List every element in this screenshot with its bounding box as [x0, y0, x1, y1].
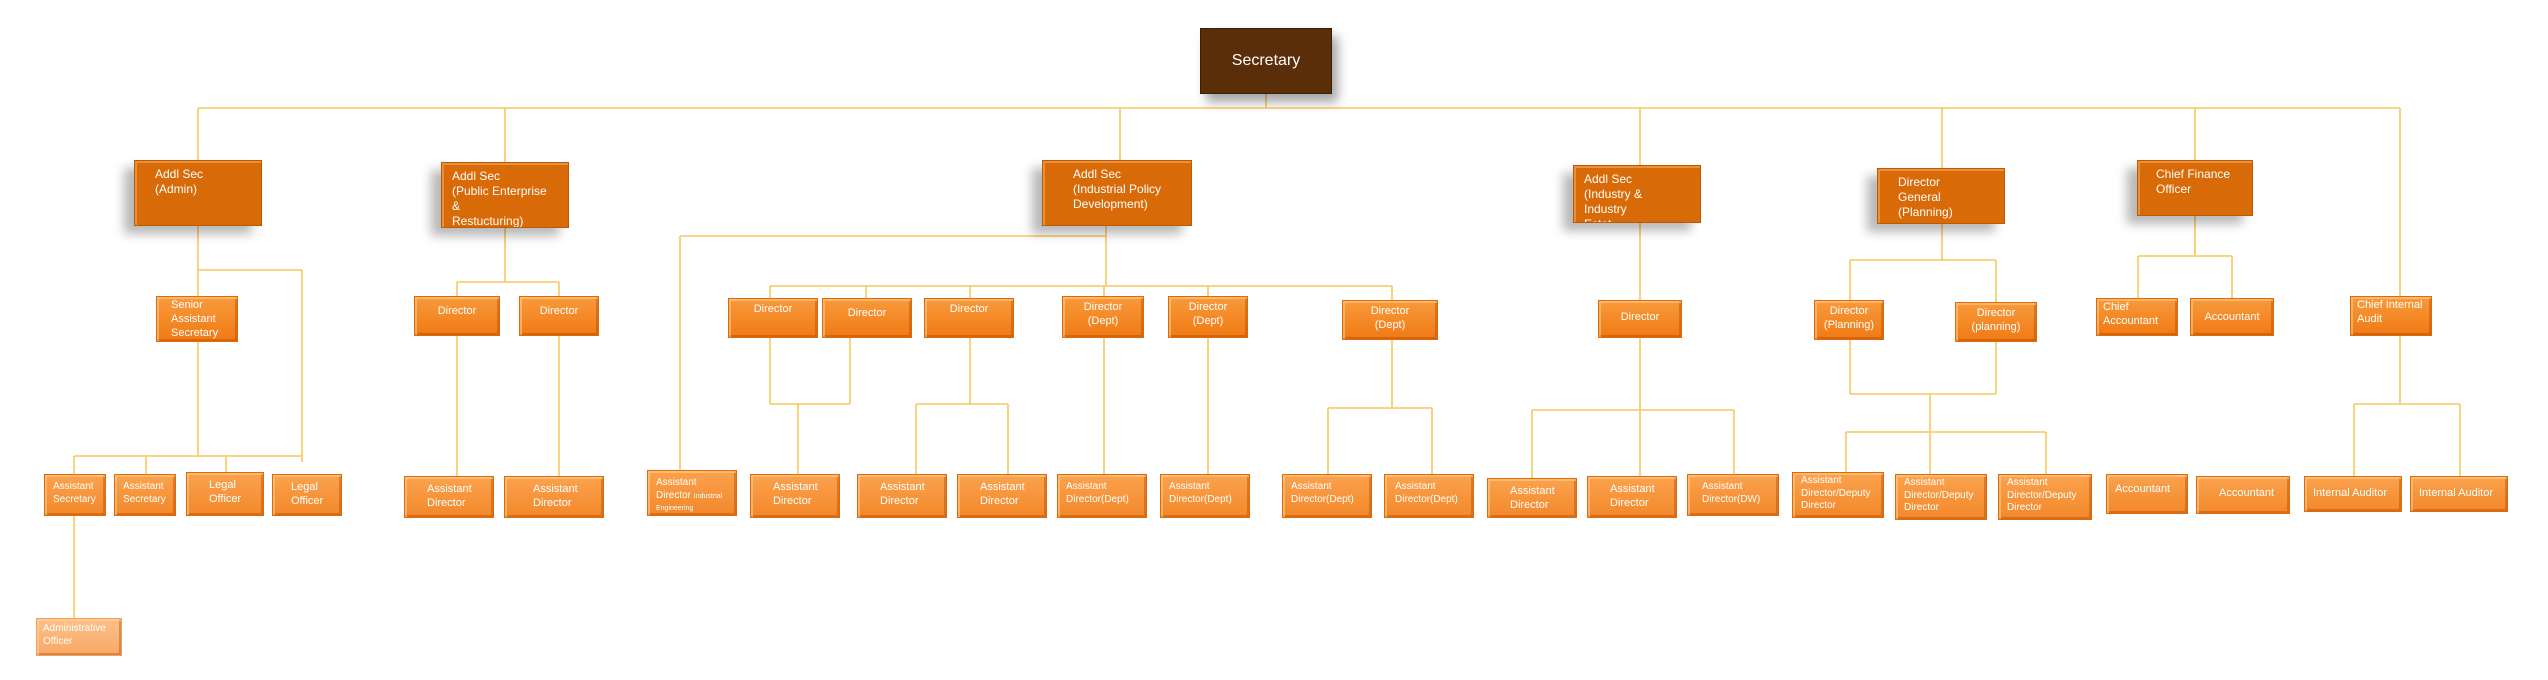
node-assistant-director-ind-3[interactable]: Assistant Director(DW): [1687, 474, 1779, 516]
node-accountant-1[interactable]: Accountant: [2106, 474, 2188, 514]
node-assistant-director-pub-2[interactable]: Assistant Director: [504, 476, 604, 518]
node-assistant-director-pol-dept-3[interactable]: Assistant Director(Dept): [1282, 474, 1372, 518]
node-assistant-director-ind-2[interactable]: Assistant Director: [1587, 476, 1677, 518]
node-legal-officer-2[interactable]: Legal Officer: [272, 474, 342, 516]
node-director-general-planning[interactable]: Director General (Planning): [1877, 168, 2005, 224]
node-director-pol-3[interactable]: Director: [924, 298, 1014, 338]
node-legal-officer-1[interactable]: Legal Officer: [186, 472, 264, 516]
node-assistant-director-pol-dept-2[interactable]: Assistant Director(Dept): [1160, 474, 1250, 518]
node-director-industry[interactable]: Director: [1598, 300, 1682, 338]
node-assistant-director-pol-0-label: Assistant Director: [656, 477, 697, 501]
node-accountant-2[interactable]: Accountant: [2196, 476, 2290, 514]
node-chief-accountant[interactable]: Chief Accountant: [2096, 298, 2178, 336]
node-senior-assistant-secretary[interactable]: Senior Assistant Secretary: [156, 296, 238, 342]
node-addl-sec-industry-estate[interactable]: Addl Sec (Industry & Industry Estat Deve…: [1573, 165, 1701, 223]
node-director-pol-dept-1[interactable]: Director (Dept): [1062, 296, 1144, 338]
node-addl-sec-public-enterprise[interactable]: Addl Sec (Public Enterprise & Restucturi…: [441, 162, 569, 228]
node-assistant-director-pol-2[interactable]: Assistant Director: [857, 474, 947, 518]
node-chief-finance-officer[interactable]: Chief Finance Officer: [2137, 160, 2253, 216]
node-assistant-director-ind-1[interactable]: Assistant Director: [1487, 478, 1577, 518]
node-addl-sec-industrial-policy[interactable]: Addl Sec (Industrial Policy Development): [1042, 160, 1192, 226]
node-assistant-director-pol-0[interactable]: Assistant Director Industrial Engineerin…: [647, 470, 737, 516]
node-director-pol-2[interactable]: Director: [822, 298, 912, 338]
node-director-pub-2[interactable]: Director: [519, 296, 599, 336]
node-secretary[interactable]: Secretary: [1200, 28, 1332, 94]
node-assistant-secretary-1[interactable]: Assistant Secretary: [44, 474, 106, 516]
node-administrative-officer[interactable]: Administrative Officer: [36, 618, 122, 656]
node-director-planning-1[interactable]: Director (Planning): [1814, 300, 1884, 340]
node-assistant-director-pol-dept-1[interactable]: Assistant Director(Dept): [1057, 474, 1147, 518]
node-director-pol-dept-2[interactable]: Director (Dept): [1168, 296, 1248, 338]
node-director-planning-2[interactable]: Director (planning): [1955, 302, 2037, 342]
node-chief-internal-audit[interactable]: Chief Internal Audit: [2350, 296, 2432, 336]
node-assistant-director-plan-3[interactable]: Assistant Director/Deputy Director: [1998, 474, 2092, 520]
node-director-pol-dept-3[interactable]: Director (Dept): [1342, 300, 1438, 340]
node-addl-sec-admin[interactable]: Addl Sec (Admin): [134, 160, 262, 226]
node-assistant-director-plan-2[interactable]: Assistant Director/Deputy Director: [1895, 474, 1987, 520]
node-assistant-director-pub-1[interactable]: Assistant Director: [404, 476, 494, 518]
node-internal-auditor-1[interactable]: Internal Auditor: [2304, 476, 2402, 512]
node-assistant-director-plan-1[interactable]: Assistant Director/Deputy Director: [1792, 472, 1884, 518]
node-internal-auditor-2[interactable]: Internal Auditor: [2410, 476, 2508, 512]
node-assistant-director-pol-3[interactable]: Assistant Director: [957, 474, 1047, 518]
node-director-pol-1[interactable]: Director: [728, 298, 818, 338]
node-assistant-director-pol-dept-4[interactable]: Assistant Director(Dept): [1384, 474, 1474, 518]
node-director-pub-1[interactable]: Director: [414, 296, 500, 336]
node-assistant-secretary-2[interactable]: Assistant Secretary: [114, 474, 176, 516]
node-assistant-director-pol-0-sub: Industrial Engineering: [656, 492, 723, 513]
node-assistant-director-pol-1[interactable]: Assistant Director: [750, 474, 840, 518]
node-accountant-l2[interactable]: Accountant: [2190, 298, 2274, 336]
